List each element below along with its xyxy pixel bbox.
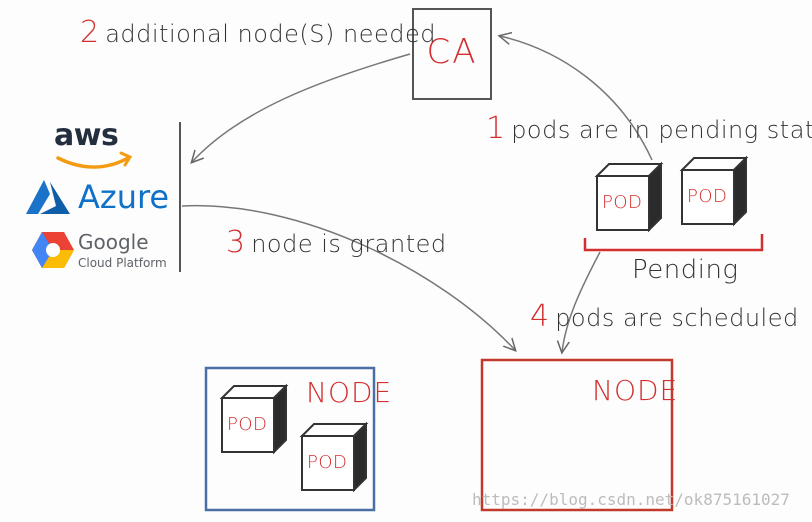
gcp-logo-name: Google	[78, 230, 149, 254]
pending-bracket	[583, 234, 764, 252]
pending-label: Pending	[632, 255, 739, 285]
azure-icon	[26, 180, 70, 214]
red-node-label: NODE	[592, 374, 679, 407]
step-4: 4 pods are scheduled	[530, 302, 799, 332]
gcp-icon	[32, 232, 74, 268]
aws-arrow	[119, 151, 133, 167]
step-3: 3 node is granted	[226, 228, 447, 258]
pod-label: POD	[602, 192, 643, 213]
step-1: 1 pods are in pending state	[486, 114, 812, 144]
arrow-providers-to-node	[181, 204, 515, 350]
pod-label: POD	[227, 414, 268, 435]
azure-logo: Azure	[78, 178, 170, 216]
pod-label: POD	[687, 186, 728, 207]
step-2-number: 2	[80, 15, 100, 50]
gcp-logo-subtitle: Cloud Platform	[78, 256, 167, 270]
step-3-text: node is granted	[251, 230, 447, 258]
arrow-pending-to-node	[562, 251, 601, 352]
step-3-number: 3	[226, 225, 246, 260]
step-2-text: additional node(S) needed	[105, 20, 436, 48]
step-2: 2 additional node(S) needed	[80, 18, 436, 48]
blue-node-box	[204, 366, 376, 512]
step-1-number: 1	[486, 111, 506, 146]
ca-label: CA	[426, 32, 478, 72]
arrow-ca-to-providers	[192, 53, 411, 162]
blue-node-label: NODE	[306, 376, 393, 409]
pod-label: POD	[307, 452, 348, 473]
red-node-box	[480, 358, 674, 512]
step-4-text: pods are scheduled	[555, 304, 799, 332]
aws-smile	[56, 156, 130, 169]
aws-logo: aws	[54, 118, 119, 153]
step-1-text: pods are in pending state	[511, 116, 812, 144]
arrow-pods-to-ca	[500, 36, 653, 161]
ca-box	[412, 8, 492, 100]
watermark: https://blog.csdn.net/ok875161027	[472, 490, 790, 509]
step-4-number: 4	[530, 299, 550, 334]
